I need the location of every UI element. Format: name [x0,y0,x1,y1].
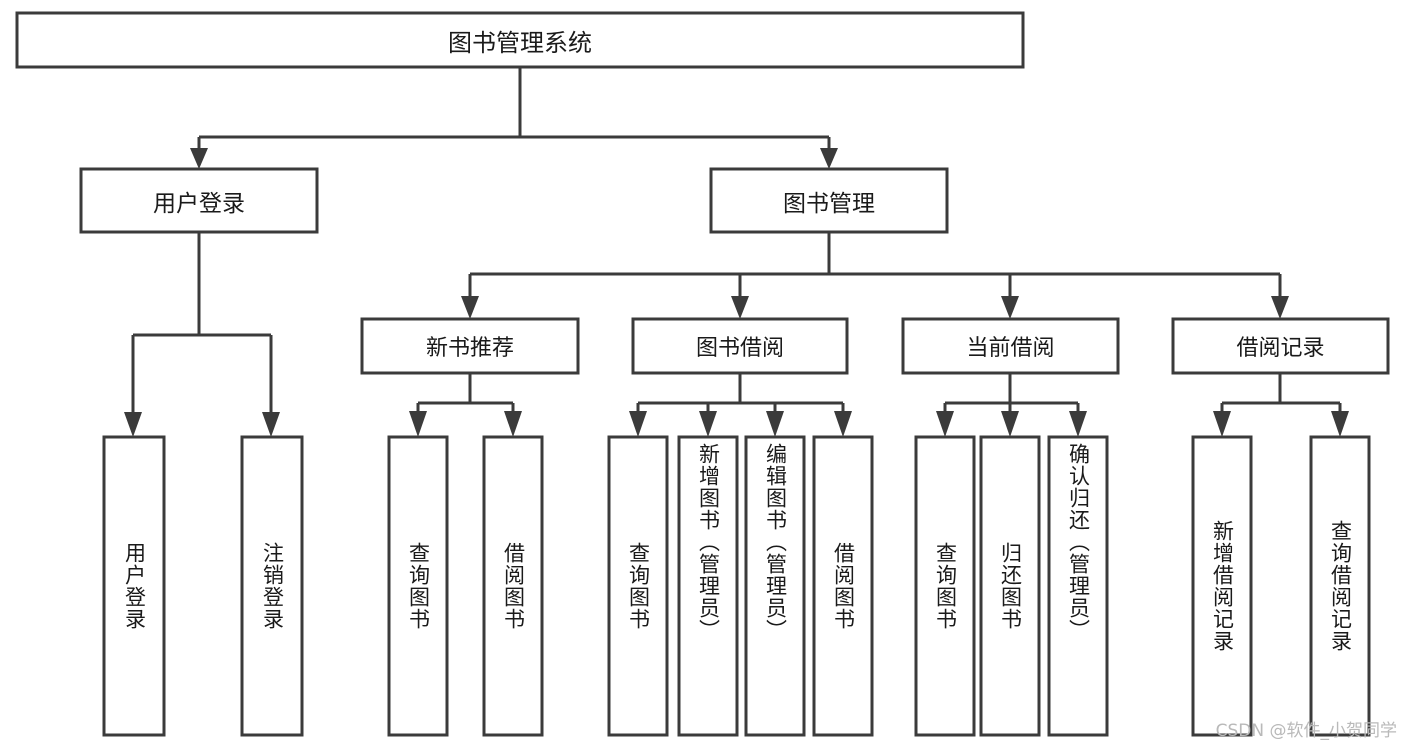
arrow-to-current-borrow [1001,296,1019,319]
arrow-to-leaf-confirm-return [1069,411,1087,437]
arrow-to-leaf-user-login [124,412,142,437]
arrow-to-new-book-rec [461,296,479,319]
node-box-user-login[interactable] [79,167,319,234]
node-box-leaf-user-login[interactable] [102,435,166,737]
node-box-leaf-logout[interactable] [240,435,304,737]
arrow-to-user-login [190,148,208,169]
connectors [124,67,1349,437]
arrow-to-leaf-return-book [1001,411,1019,437]
arrow-to-leaf-query-book-2 [629,411,647,437]
arrow-to-leaf-query-record [1331,411,1349,437]
node-box-book-borrow[interactable] [631,317,849,375]
node-box-leaf-borrow-book-1[interactable] [482,435,544,737]
node-box-root[interactable] [15,11,1025,69]
arrow-to-leaf-borrow-book-1 [504,411,522,437]
arrow-to-leaf-edit-book [766,411,784,437]
arrow-to-leaf-add-record [1213,411,1231,437]
node-box-leaf-borrow-book-2[interactable] [812,435,874,737]
node-box-borrow-record[interactable] [1171,317,1390,375]
arrow-to-book-manage [820,148,838,169]
node-boxes [15,11,1390,737]
node-box-leaf-add-record[interactable] [1191,435,1253,737]
node-box-leaf-query-book-3[interactable] [914,435,976,737]
node-box-leaf-return-book[interactable] [979,435,1041,737]
node-box-book-manage[interactable] [709,167,949,234]
node-box-leaf-edit-book[interactable] [744,435,806,737]
arrow-to-leaf-query-book-3 [936,411,954,437]
arrow-to-leaf-borrow-book-2 [834,411,852,437]
node-box-leaf-query-book-1[interactable] [387,435,449,737]
node-box-leaf-confirm-return[interactable] [1047,435,1109,737]
node-box-leaf-query-record[interactable] [1309,435,1371,737]
node-box-new-book-rec[interactable] [360,317,580,375]
arrow-to-leaf-query-book-1 [409,411,427,437]
node-box-leaf-add-book[interactable] [677,435,739,737]
arrow-to-leaf-logout [262,412,280,437]
node-box-current-borrow[interactable] [901,317,1120,375]
node-box-leaf-query-book-2[interactable] [607,435,669,737]
arrow-to-borrow-record [1271,296,1289,319]
arrow-to-leaf-add-book [699,411,717,437]
arrow-to-book-borrow [731,296,749,319]
